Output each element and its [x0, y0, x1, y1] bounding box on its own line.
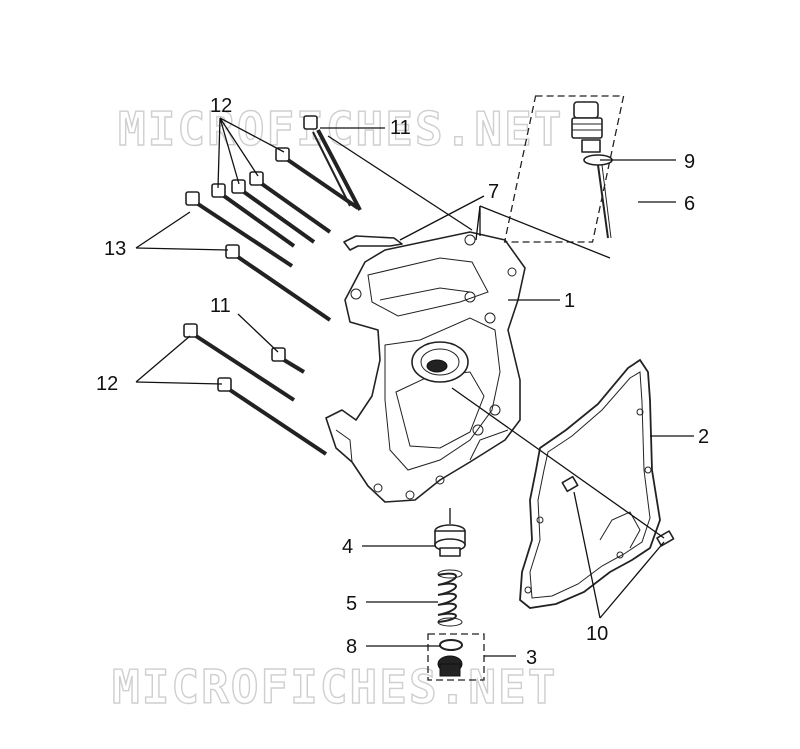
- hose-clip: [343, 235, 403, 251]
- bolt-12-5: [183, 323, 296, 402]
- callout-4: 4: [342, 536, 353, 558]
- drain-plug-assembly: [427, 633, 485, 681]
- cover-gasket: [519, 358, 661, 609]
- callout-8: 8: [346, 636, 357, 658]
- bolt-13-1: [185, 191, 294, 268]
- callout-1: 1: [564, 290, 575, 312]
- bolt-12-4: [211, 183, 296, 248]
- dowel-pins: [561, 475, 675, 547]
- bolt-13-2: [225, 244, 332, 322]
- callout-labels: 12 11 13 7 9 6 1 11 12 2 4 5 8 3 10: [96, 95, 709, 669]
- callout-12-top: 12: [210, 95, 232, 117]
- bolt-12-6: [217, 377, 328, 456]
- bolt-11-mid: [271, 347, 306, 374]
- bolt-12-2: [249, 171, 332, 234]
- callout-12-bottom: 12: [96, 373, 118, 395]
- bolt-12-3: [231, 179, 316, 244]
- callout-6: 6: [684, 193, 695, 215]
- leader-lines: [135, 117, 694, 657]
- callout-13: 13: [104, 238, 126, 260]
- callout-11-mid: 11: [210, 295, 231, 317]
- bolt-11-top: [303, 115, 362, 211]
- callout-9: 9: [684, 151, 695, 173]
- bolts: [183, 115, 362, 456]
- bolt-12-1: [275, 147, 360, 210]
- strainer-cap: [434, 524, 466, 557]
- oil-dipstick: [503, 95, 625, 243]
- callout-5: 5: [346, 593, 357, 615]
- callout-10: 10: [586, 623, 608, 645]
- callout-3: 3: [526, 647, 537, 669]
- callout-7: 7: [488, 181, 499, 203]
- strainer-spring: [437, 569, 463, 627]
- callout-11-top: 11: [390, 117, 411, 139]
- watermark-top: MICROFICHES.NET: [118, 102, 563, 156]
- callout-2: 2: [698, 426, 709, 448]
- watermark-bottom: MICROFICHES.NET: [112, 660, 557, 714]
- crankcase-cover: [325, 231, 526, 503]
